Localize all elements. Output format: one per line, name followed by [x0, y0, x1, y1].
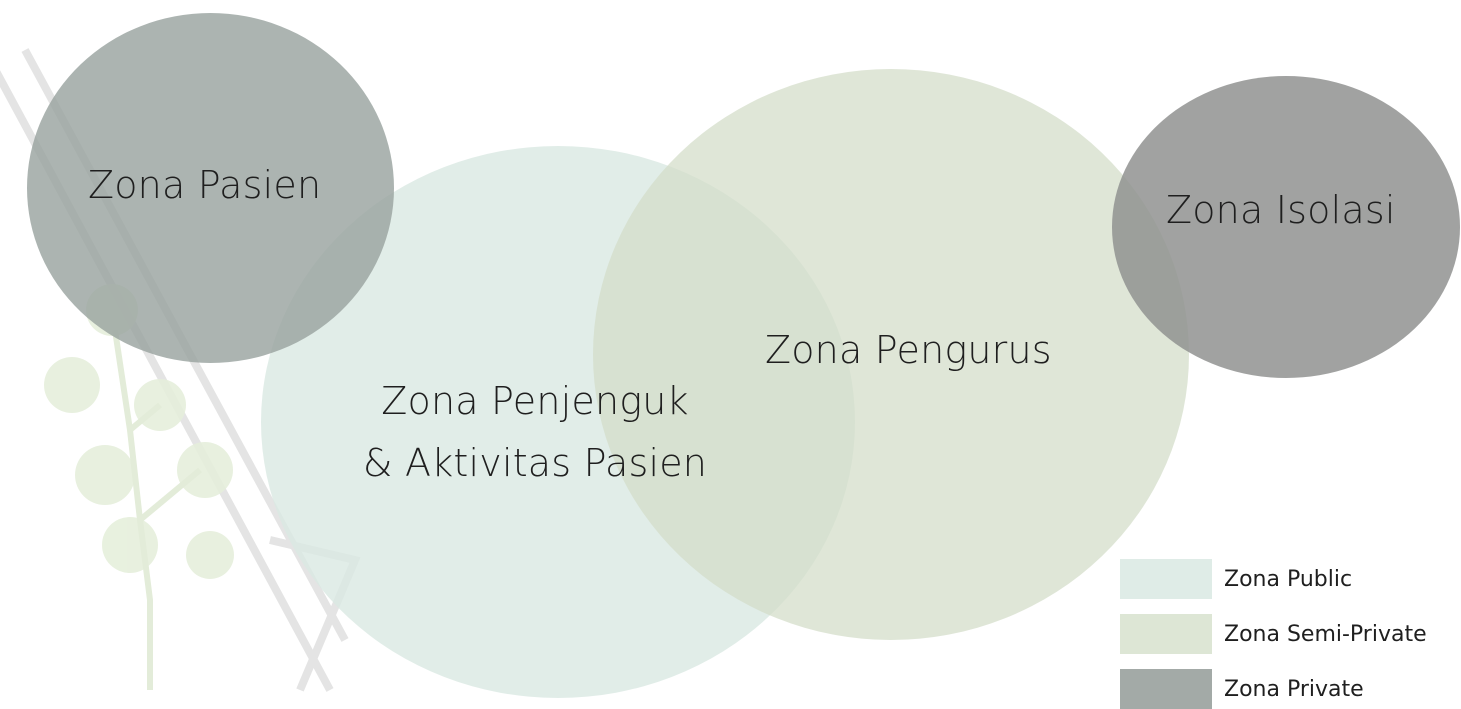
zone-penjenguk-label-line1: Zona Penjenguk: [381, 379, 689, 423]
legend-item-public: Zona Public: [1120, 559, 1461, 599]
legend-swatch-private: [1120, 669, 1212, 709]
legend-label-private: Zona Private: [1224, 677, 1364, 702]
zone-penjenguk-label-line2: & Aktivitas Pasien: [362, 441, 708, 485]
legend-swatch-semi-private: [1120, 614, 1212, 654]
legend-swatch-public: [1120, 559, 1212, 599]
zone-pasien-label: Zona Pasien: [88, 163, 322, 207]
zone-pengurus-label: Zona Pengurus: [765, 328, 1052, 372]
zone-penjenguk-label: Zona Penjenguk & Aktivitas Pasien: [330, 370, 740, 494]
zone-pengurus-circle: [593, 69, 1189, 640]
legend-label-public: Zona Public: [1224, 567, 1353, 592]
legend-item-semi-private: Zona Semi-Private: [1120, 614, 1461, 654]
legend-item-private: Zona Private: [1120, 669, 1461, 709]
zone-isolasi-label: Zona Isolasi: [1166, 188, 1396, 232]
zone-isolasi-circle: [1112, 76, 1460, 378]
legend-label-semi-private: Zona Semi-Private: [1224, 622, 1427, 647]
zone-pasien-circle: [27, 13, 394, 363]
